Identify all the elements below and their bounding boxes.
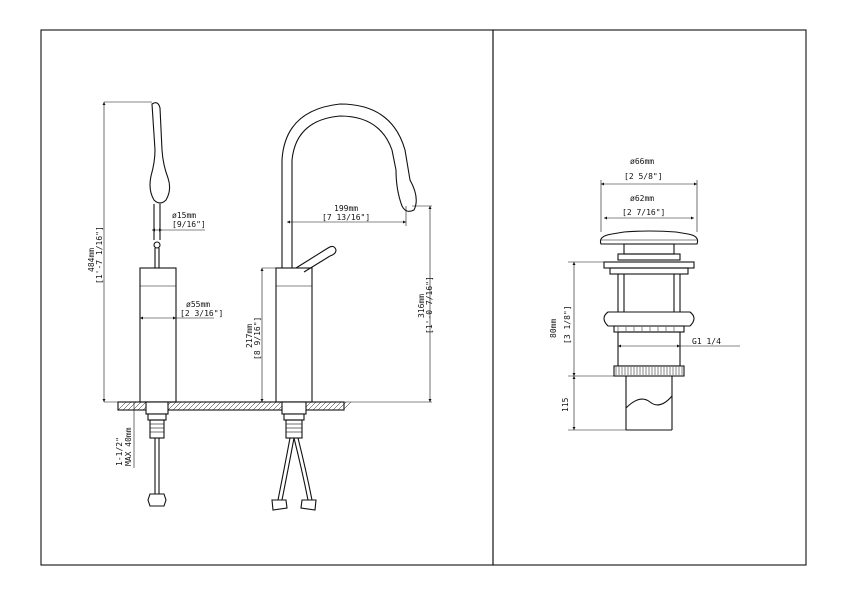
- faucet-side-view: [139, 102, 177, 403]
- cap-inner-in: [2 7/16"]: [622, 208, 665, 217]
- body-dia-mm: ø55mm: [186, 300, 210, 309]
- faucet-front-view: [275, 103, 417, 403]
- dim-spout-height: 316mm [1'-0 7/16"]: [344, 205, 434, 403]
- dim-body-diameter: ø55mm [2 3/16"]: [140, 300, 223, 320]
- spout-height-in: [1'-0 7/16"]: [425, 276, 434, 334]
- cap-outer-in: [2 5/8"]: [624, 172, 663, 181]
- right-panel-frame: [492, 29, 807, 566]
- tail-length: 115: [561, 397, 570, 412]
- dim-tail-length: 115: [561, 376, 626, 431]
- dim-thread: G1 1/4: [618, 337, 740, 348]
- outlet-dia-mm: ø15mm: [172, 211, 196, 220]
- side-mounting-shank: [145, 401, 169, 507]
- dim-outlet-diameter: ø15mm [9/16"]: [152, 211, 206, 232]
- drain-height-in: [3 1/8"]: [563, 305, 572, 344]
- dim-deck-thickness: 1-1/2" MAX 40mm: [115, 402, 135, 468]
- body-dia-in: [2 3/16"]: [180, 309, 223, 318]
- dim-overall-height: 484mm [1'-7 1/16"]: [87, 101, 152, 403]
- popup-drain: [599, 230, 699, 431]
- dim-spout-reach: 199mm [7 13/16"]: [287, 204, 407, 226]
- dim-cap-inner: ø62mm [2 7/16"]: [604, 194, 694, 220]
- spout-height-mm: 316mm: [417, 294, 426, 318]
- thread-label: G1 1/4: [692, 337, 721, 346]
- front-mounting-shank: [271, 401, 317, 511]
- dim-drain-height: 80mm [3 1/8"]: [549, 261, 614, 377]
- countertop: [117, 401, 352, 411]
- dim-cap-outer: ø66mm [2 5/8"]: [600, 157, 698, 232]
- deck-max-in: 1-1/2": [115, 437, 124, 466]
- reach-mm: 199mm: [334, 204, 358, 213]
- cap-inner-mm: ø62mm: [630, 194, 654, 203]
- body-height-mm: 217mm: [245, 324, 254, 348]
- overall-height-in: [1'-7 1/16"]: [95, 226, 104, 284]
- cap-outer-mm: ø66mm: [630, 157, 654, 166]
- dim-body-height: 217mm [8 9/16"]: [245, 267, 296, 402]
- drain-height-mm: 80mm: [549, 319, 558, 338]
- outlet-dia-in: [9/16"]: [172, 220, 206, 229]
- overall-height-mm: 484mm: [87, 248, 96, 272]
- deck-max-mm: MAX 40mm: [124, 427, 133, 466]
- reach-in: [7 13/16"]: [322, 213, 370, 222]
- body-height-in: [8 9/16"]: [253, 317, 262, 360]
